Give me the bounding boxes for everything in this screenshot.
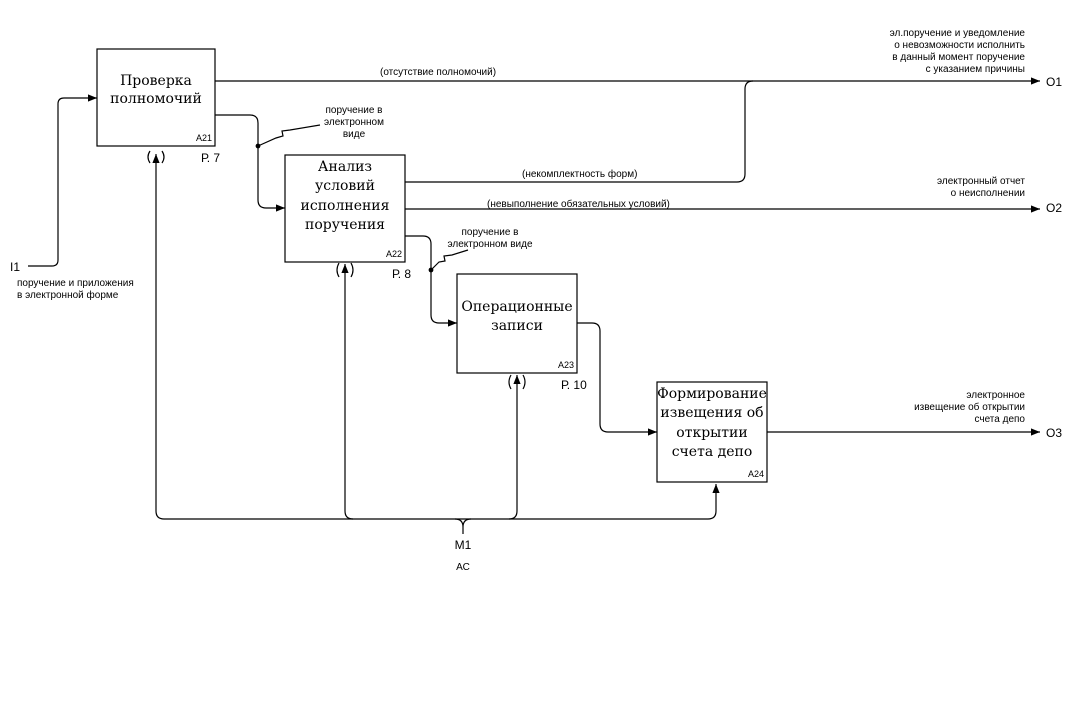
- mechanism-arrow-a22[interactable]: [341, 264, 354, 520]
- box-a23-title-2: записи: [491, 318, 543, 334]
- output-code-o2: O2: [1046, 201, 1062, 215]
- output-code-o1: O1: [1046, 75, 1062, 89]
- box-a23-id: A23: [558, 360, 574, 370]
- arrow-a22-to-o1[interactable]: [405, 80, 754, 183]
- arrow-label-order-electronic-2b: электронном виде: [447, 239, 532, 250]
- box-a24[interactable]: Формирование извещения об открытии счета…: [656, 381, 768, 483]
- arrow-label-order-electronic-1b: электронном: [324, 117, 384, 128]
- tunnel-bracket-a22: [336, 262, 354, 278]
- box-a21-id: A21: [196, 133, 212, 143]
- arrow-label-conditions-failed: (невыполнение обязательных условий): [487, 198, 670, 210]
- mechanism-code-m1: M1: [455, 538, 472, 552]
- box-a21-title-1: Проверка: [120, 73, 192, 89]
- output-label-o2-1: электронный отчет: [937, 176, 1025, 187]
- arrow-a21-to-a22[interactable]: [215, 114, 285, 212]
- arrow-label-no-authority: (отсутствие полномочий): [380, 67, 496, 78]
- arrow-label-order-electronic-2a: поручение в: [462, 227, 519, 238]
- output-code-o3: O3: [1046, 426, 1062, 440]
- mechanism-arrow-a23[interactable]: [508, 375, 521, 520]
- arrow-a22-to-a23[interactable]: [405, 235, 457, 327]
- box-a24-title-3: открытии: [676, 425, 747, 441]
- box-a22-id: A22: [386, 249, 402, 259]
- input-code-i1: I1: [10, 260, 20, 274]
- output-label-o1-4: с указанием причины: [926, 64, 1025, 75]
- box-a24-title-1: Формирование: [657, 386, 767, 402]
- box-a24-id: A24: [748, 469, 764, 479]
- box-a24-title-4: счета депо: [672, 444, 753, 460]
- box-a23-ref: Р. 10: [561, 378, 587, 392]
- tunnel-bracket-a21: [147, 150, 165, 164]
- mechanism-arrow-a24[interactable]: [707, 484, 720, 520]
- box-a21[interactable]: Проверка полномочий A21: [96, 48, 216, 147]
- box-a22-title-1: Анализ: [318, 159, 372, 175]
- output-label-o1-1: эл.поручение и уведомление: [890, 28, 1026, 39]
- output-label-o1-3: в данный момент поручение: [892, 52, 1025, 63]
- mechanism-arrow-a21[interactable]: [152, 154, 165, 520]
- input-arrow-i1[interactable]: [28, 94, 97, 267]
- input-label-i1-2: в электронной форме: [17, 289, 119, 301]
- output-label-o1-2: о невозможности исполнить: [894, 40, 1025, 51]
- output-label-o3-3: счета депо: [974, 414, 1025, 425]
- squiggle-leader-a22: [430, 249, 469, 271]
- box-a22-ref: Р. 8: [392, 267, 411, 281]
- arrow-label-incomplete-forms: (некомплектность форм): [522, 168, 637, 180]
- box-a22-title-4: поручения: [305, 217, 385, 233]
- box-a23[interactable]: Операционные записи A23: [456, 273, 578, 374]
- arrow-label-order-electronic-1c: виде: [343, 129, 366, 140]
- arrow-label-order-electronic-1a: поручение в: [326, 105, 383, 116]
- box-a22[interactable]: Анализ условий исполнения поручения A22: [284, 154, 406, 263]
- input-label-i1-1: поручение и приложения: [17, 278, 134, 289]
- output-label-o3-1: электронное: [966, 390, 1025, 401]
- output-label-o2-2: о неисполнении: [951, 188, 1025, 199]
- squiggle-leader-a21: [257, 124, 321, 147]
- mechanism-label-m1: АС: [456, 562, 470, 573]
- box-a23-title-1: Операционные: [461, 299, 572, 315]
- mechanism-stem-m1[interactable]: [454, 518, 472, 534]
- box-a22-title-3: исполнения: [301, 198, 390, 214]
- box-a21-ref: Р. 7: [201, 151, 220, 165]
- output-label-o3-2: извещение об открытии: [914, 401, 1025, 413]
- box-a24-title-2: извещения об: [660, 405, 763, 421]
- box-a21-title-2: полномочий: [110, 91, 202, 107]
- arrow-a23-to-a24[interactable]: [577, 322, 657, 436]
- tunnel-bracket-a23: [508, 374, 526, 390]
- box-a22-title-2: условий: [315, 178, 375, 194]
